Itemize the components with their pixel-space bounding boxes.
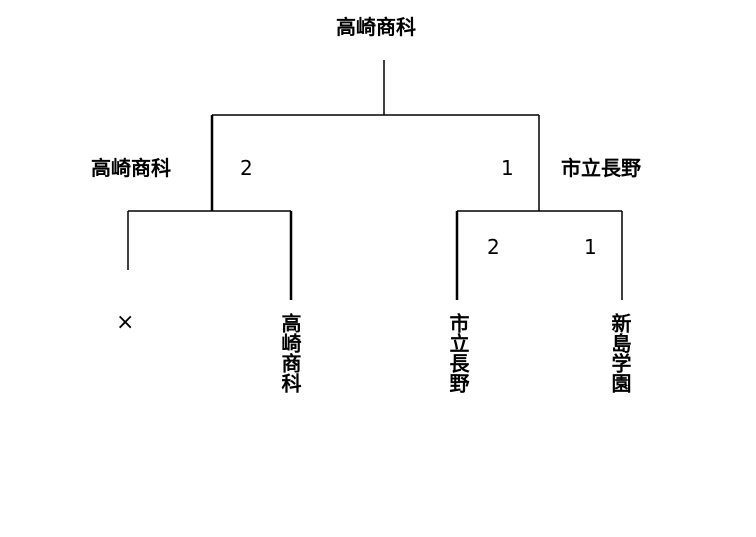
entry-bye-mark: × xyxy=(116,310,135,335)
champion-label: 高崎商科 xyxy=(336,15,416,39)
semi-right-left-score: 2 xyxy=(487,235,500,259)
entry-team-1: 高崎商科 xyxy=(278,313,302,393)
entry-team-3: 新島学園 xyxy=(608,313,632,393)
final-right-score: 1 xyxy=(501,156,514,180)
entry-team-2: 市立長野 xyxy=(446,313,470,393)
final-left-team: 高崎商科 xyxy=(91,156,171,180)
final-left-score: 2 xyxy=(240,156,253,180)
semi-right-right-score: 1 xyxy=(584,235,597,259)
final-right-team: 市立長野 xyxy=(561,156,641,180)
